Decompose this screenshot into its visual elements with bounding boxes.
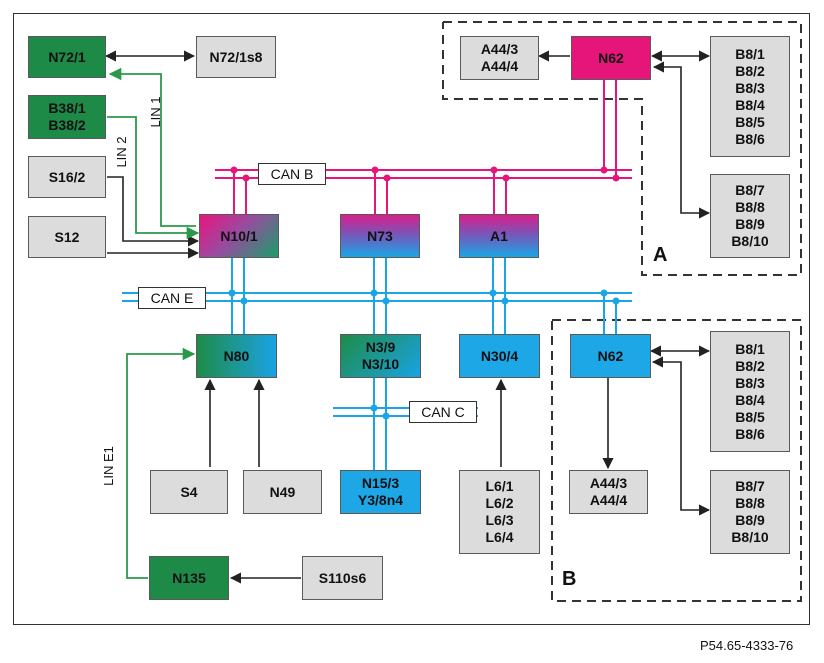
module-label: B8/4 xyxy=(735,96,765,113)
module-label: N62 xyxy=(598,49,624,66)
can-e-label: CAN E xyxy=(138,287,206,309)
module-label: L6/2 xyxy=(485,495,514,511)
module-label: B8/3 xyxy=(735,79,765,96)
module-label: Y3/8n4 xyxy=(357,492,404,508)
module-label: B38/1 xyxy=(48,100,86,116)
sensors-b8-b-group2[interactable]: B8/7 B8/8 B8/9 B8/10 xyxy=(710,470,790,554)
module-label: S16/2 xyxy=(48,168,86,185)
module-label: B8/9 xyxy=(735,216,765,232)
module-label: S4 xyxy=(180,483,198,500)
module-label: A44/3 xyxy=(480,41,519,57)
switch-s12[interactable]: S12 xyxy=(28,216,106,258)
switch-s4[interactable]: S4 xyxy=(150,470,228,514)
diagram-frame xyxy=(13,13,810,625)
can-c-nodes xyxy=(370,404,390,420)
sensors-b8-a-group1[interactable]: B8/1 B8/2 B8/3 B8/4 B8/5 B8/6 xyxy=(710,36,790,157)
switch-n72-1s8[interactable]: N72/1s8 xyxy=(196,36,276,78)
module-n73[interactable]: N73 xyxy=(340,214,420,258)
module-label: B8/5 xyxy=(735,408,765,425)
module-label: B8/6 xyxy=(735,425,765,442)
module-n62-b[interactable]: N62 xyxy=(570,334,651,378)
module-label: L6/4 xyxy=(485,529,514,545)
module-n80[interactable]: N80 xyxy=(196,334,277,378)
module-label: N10/1 xyxy=(220,227,258,244)
module-label: N72/1 xyxy=(48,48,86,65)
module-label: B8/8 xyxy=(735,495,765,511)
switch-s110s6[interactable]: S110s6 xyxy=(302,556,383,600)
discrete-wiring xyxy=(104,50,711,584)
module-label: B8/2 xyxy=(735,357,765,374)
module-label: B8/10 xyxy=(731,529,769,545)
module-label: B8/3 xyxy=(735,374,765,391)
module-label: N62 xyxy=(597,347,624,364)
sensors-b8-a-group2[interactable]: B8/7 B8/8 B8/9 B8/10 xyxy=(710,174,790,258)
module-label: B8/1 xyxy=(735,340,765,357)
region-b-border xyxy=(551,319,802,602)
can-b-bus xyxy=(215,80,632,214)
can-e-nodes xyxy=(228,289,620,305)
module-n10-1[interactable]: N10/1 xyxy=(199,214,279,258)
can-c-bus xyxy=(333,378,478,470)
module-label: N49 xyxy=(269,483,296,500)
module-label: B8/8 xyxy=(735,199,765,215)
module-label: N135 xyxy=(172,569,206,586)
antenna-a44-a[interactable]: A44/3 A44/4 xyxy=(460,36,539,80)
module-label: A44/4 xyxy=(480,58,519,74)
lin1-label: LIN 1 xyxy=(148,96,163,128)
module-label: B8/10 xyxy=(731,233,769,249)
module-label: S110s6 xyxy=(318,569,367,586)
figure-reference: P54.65-4333-76 xyxy=(700,638,794,653)
module-label: L6/1 xyxy=(485,478,514,494)
module-label: N15/3 xyxy=(361,475,400,491)
module-n72-1[interactable]: N72/1 xyxy=(28,36,106,78)
module-label: B8/7 xyxy=(735,478,765,494)
module-label: N3/10 xyxy=(361,356,400,372)
antenna-a44-b[interactable]: A44/3 A44/4 xyxy=(569,470,648,514)
module-label: B8/6 xyxy=(735,130,765,147)
module-label: B8/4 xyxy=(735,391,765,408)
module-label: B8/2 xyxy=(735,62,765,79)
module-label: B38/2 xyxy=(48,117,86,133)
switch-s16-2[interactable]: S16/2 xyxy=(28,156,106,198)
module-n30-4[interactable]: N30/4 xyxy=(459,334,540,378)
module-a1[interactable]: A1 xyxy=(459,214,539,258)
region-b-letter: B xyxy=(562,568,577,590)
lin-wiring xyxy=(107,67,200,579)
region-a-border xyxy=(442,21,802,276)
module-label: S12 xyxy=(54,228,80,245)
module-label: N30/4 xyxy=(480,347,519,364)
module-n62-a[interactable]: N62 xyxy=(571,36,651,80)
module-label: L6/3 xyxy=(485,512,514,528)
can-b-label: CAN B xyxy=(258,163,326,185)
module-n49[interactable]: N49 xyxy=(243,470,322,514)
can-b-nodes xyxy=(230,166,620,182)
module-n135[interactable]: N135 xyxy=(149,556,229,600)
lin2-label: LIN 2 xyxy=(114,136,129,168)
module-label: A44/4 xyxy=(589,492,628,508)
sensors-b8-b-group1[interactable]: B8/1 B8/2 B8/3 B8/4 B8/5 B8/6 xyxy=(710,331,790,452)
module-n3[interactable]: N3/9 N3/10 xyxy=(340,334,421,378)
module-label: N73 xyxy=(367,227,393,244)
sensor-b38[interactable]: B38/1 B38/2 xyxy=(28,95,106,139)
module-label: B8/7 xyxy=(735,182,765,198)
module-label: B8/1 xyxy=(735,45,765,62)
can-c-label: CAN C xyxy=(409,401,477,423)
module-label: B8/9 xyxy=(735,512,765,528)
module-label: A44/3 xyxy=(589,475,628,491)
lin-e1-label: LIN E1 xyxy=(101,446,116,486)
module-n15[interactable]: N15/3 Y3/8n4 xyxy=(340,470,421,514)
module-label: N3/9 xyxy=(365,339,396,355)
coils-l6[interactable]: L6/1 L6/2 L6/3 L6/4 xyxy=(459,470,540,554)
region-a-letter: A xyxy=(653,244,668,266)
module-label: B8/5 xyxy=(735,113,765,130)
module-label: N80 xyxy=(223,347,250,364)
module-label: N72/1s8 xyxy=(209,48,263,65)
module-label: A1 xyxy=(490,227,508,244)
